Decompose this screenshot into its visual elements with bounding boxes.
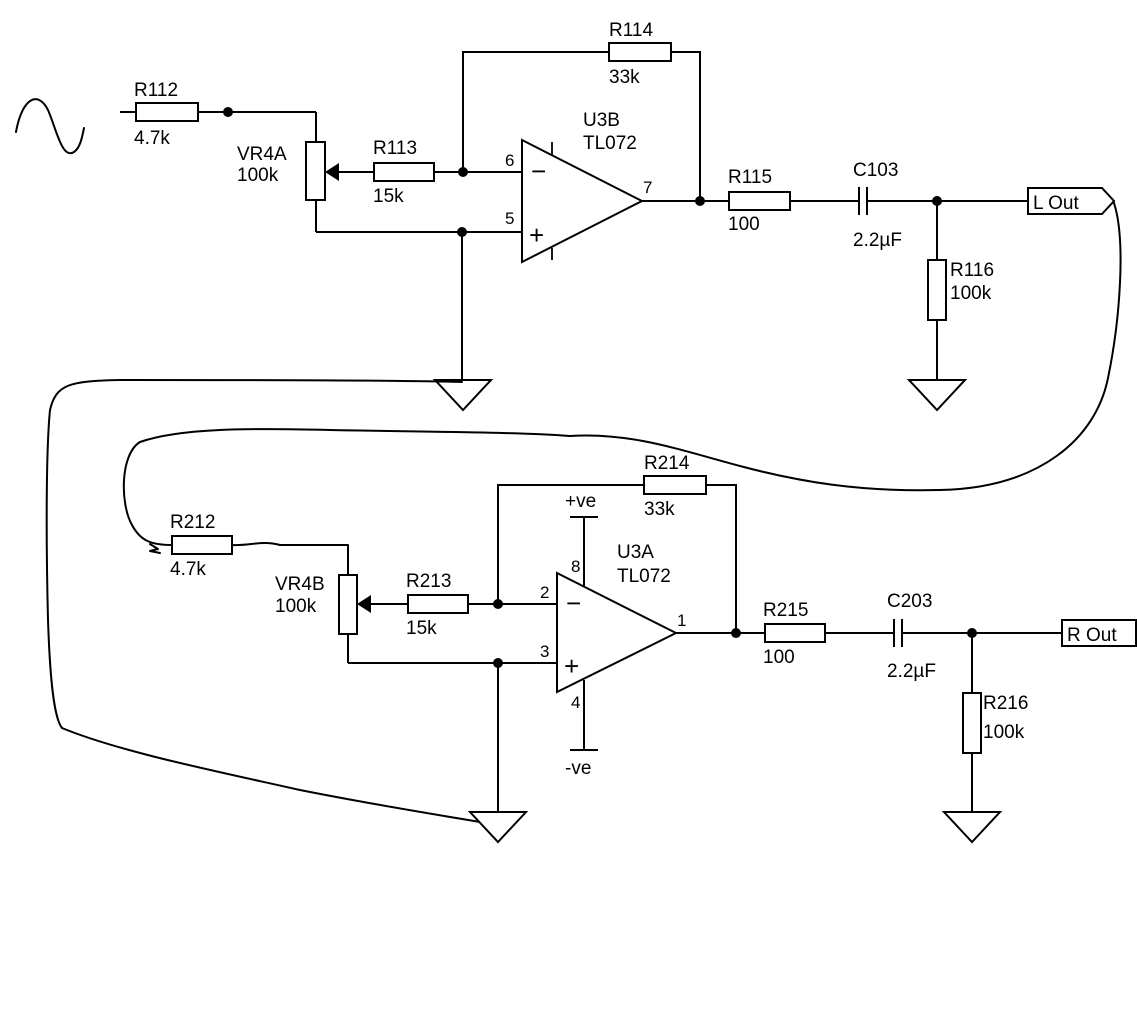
r114-ref: R114: [609, 20, 653, 41]
ground-icon: [467, 811, 529, 844]
r115-ref: R115: [728, 167, 772, 188]
resistor-r213: R213 15k: [406, 571, 557, 639]
r-out-label: R Out: [1067, 625, 1117, 646]
resistor-r212: R212 4.7k: [149, 512, 349, 580]
vr4a-ref: VR4A: [237, 144, 287, 165]
u3a-ref: U3A: [617, 542, 654, 563]
u3b-plus-sign: +: [529, 220, 544, 250]
resistor-r112: R112 4.7k: [120, 80, 316, 149]
r215-value: 100: [763, 647, 795, 668]
supply-positive: +ve: [565, 491, 598, 590]
r112-value: 4.7k: [134, 128, 170, 149]
capacitor-c203: C203 2.2µF: [887, 591, 1062, 682]
output-port-left: L Out: [1027, 187, 1116, 215]
u3a-pin-inv: 2: [540, 583, 549, 602]
u3a-pin-vneg: 4: [571, 693, 580, 712]
c103-value: 2.2µF: [853, 230, 902, 251]
u3b-pin-inv: 6: [505, 151, 514, 170]
ground-icon: [432, 379, 494, 412]
l-out-label: L Out: [1033, 193, 1079, 214]
resistor-r113: R113 15k: [373, 138, 522, 207]
r113-ref: R113: [373, 138, 417, 159]
r114-value: 33k: [609, 67, 640, 88]
u3b-pin-out: 7: [643, 178, 652, 197]
potentiometer-vr4b: VR4B 100k: [275, 545, 557, 664]
c203-value: 2.2µF: [887, 661, 936, 682]
vr4a-value: 100k: [237, 165, 279, 186]
ground-icon: [941, 811, 1003, 844]
u3a-minus-sign: −: [566, 588, 581, 618]
r116-ref: R116: [950, 260, 994, 281]
hand-wire-l-out-to-r212: [122, 202, 1122, 546]
r215-ref: R215: [763, 600, 808, 621]
c103-ref: C103: [853, 160, 898, 181]
r112-ref: R112: [134, 80, 178, 101]
ground-icon: [906, 379, 968, 412]
r116-value: 100k: [950, 283, 992, 304]
vr4b-value: 100k: [275, 596, 317, 617]
r214-value: 33k: [644, 499, 675, 520]
u3b-ref: U3B: [583, 110, 620, 131]
output-port-right: R Out: [1061, 619, 1137, 647]
sine-source-icon: [15, 98, 85, 155]
u3a-pin-vpos: 8: [571, 557, 580, 576]
resistor-r216: R216 100k: [962, 633, 1028, 812]
capacitor-c103: C103 2.2µF: [853, 160, 1028, 251]
r113-value: 15k: [373, 186, 404, 207]
resistor-r214: R214 33k: [497, 453, 737, 633]
r216-ref: R216: [983, 693, 1028, 714]
u3a-part: TL072: [617, 566, 671, 587]
u3a-pin-out: 1: [677, 611, 686, 630]
potentiometer-vr4a: VR4A 100k: [237, 112, 462, 233]
supply-pos-label: +ve: [565, 491, 596, 512]
c203-ref: C203: [887, 591, 932, 612]
supply-neg-label: -ve: [565, 758, 591, 779]
u3b-pin-noninv: 5: [505, 209, 514, 228]
r115-value: 100: [728, 214, 760, 235]
resistor-r215: R215 100: [763, 600, 894, 668]
resistor-r116: R116 100k: [927, 201, 994, 380]
vr4b-ref: VR4B: [275, 574, 325, 595]
u3b-part: TL072: [583, 133, 637, 154]
r213-value: 15k: [406, 618, 437, 639]
wiper-arrow-icon: [357, 595, 371, 613]
resistor-r115: R115 100: [728, 167, 859, 235]
r216-value: 100k: [983, 722, 1025, 743]
hand-wire-ground-to-ground: [45, 379, 499, 826]
r214-ref: R214: [644, 453, 690, 474]
r212-value: 4.7k: [170, 559, 206, 580]
opamp-u3b: − + 6 5 7 U3B TL072: [505, 110, 652, 264]
supply-negative: -ve: [565, 680, 598, 779]
u3b-minus-sign: −: [531, 156, 546, 186]
opamp-u3a: − + 2 3 1 8 4 U3A TL072: [540, 542, 686, 712]
wiper-arrow-icon: [325, 163, 339, 181]
u3a-plus-sign: +: [564, 651, 579, 681]
u3a-pin-noninv: 3: [540, 642, 549, 661]
r213-ref: R213: [406, 571, 451, 592]
resistor-r114: R114 33k: [462, 20, 701, 200]
r212-ref: R212: [170, 512, 215, 533]
